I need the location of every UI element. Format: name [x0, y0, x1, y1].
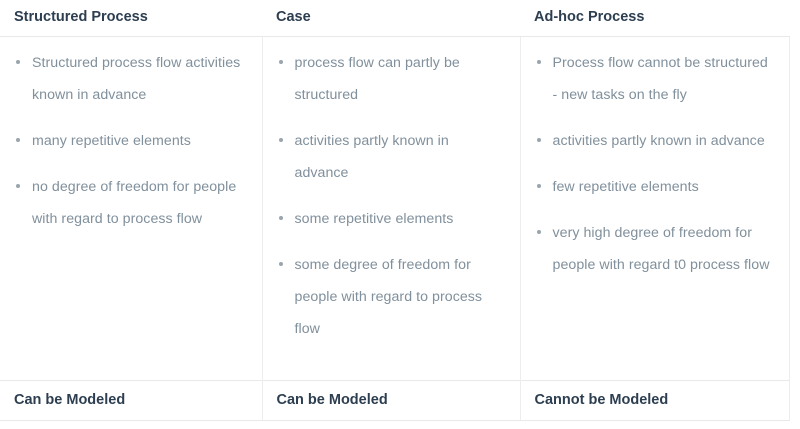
list-item: process flow can partly be structured	[275, 47, 504, 111]
bullet-icon	[536, 230, 541, 234]
bullet-icon	[278, 216, 283, 220]
list-item: many repetitive elements	[12, 125, 246, 157]
bullet-icon	[278, 138, 283, 142]
bullet-icon	[16, 138, 20, 142]
column-header-ad-hoc-process: Ad-hoc Process	[520, 0, 789, 37]
bullet-icon	[278, 262, 283, 266]
list-item-label: activities partly known in advance	[552, 133, 765, 149]
bullet-icon	[536, 138, 541, 142]
list-item-label: some degree of freedom for people with r…	[294, 257, 483, 337]
list-item-label: many repetitive elements	[32, 133, 191, 149]
bullet-icon	[278, 60, 283, 64]
bullet-list-structured-process: Structured process flow activities known…	[12, 47, 246, 235]
list-item: activities partly known in advance	[275, 125, 504, 189]
list-item: activities partly known in advance	[533, 125, 773, 157]
table-footer-row: Can be Modeled Can be Modeled Cannot be …	[0, 380, 790, 421]
list-item: some repetitive elements	[275, 203, 504, 235]
bullet-list-case: process flow can partly be structured ac…	[275, 47, 504, 345]
column-header-case: Case	[262, 0, 520, 37]
list-item-label: activities partly known in advance	[294, 133, 449, 181]
list-item: Structured process flow activities known…	[12, 47, 246, 111]
cell-ad-hoc-process: Process flow cannot be structured - new …	[520, 36, 790, 381]
list-item: very high degree of freedom for people w…	[533, 217, 773, 281]
cell-structured-process: Structured process flow activities known…	[0, 36, 263, 381]
table-header-row: Structured Process Case Ad-hoc Process	[0, 0, 789, 37]
list-item: few repetitive elements	[533, 171, 773, 203]
column-header-structured-process: Structured Process	[0, 0, 262, 37]
list-item-label: few repetitive elements	[552, 179, 699, 195]
bullet-icon	[536, 60, 541, 64]
list-item: some degree of freedom for people with r…	[275, 249, 504, 345]
list-item: no degree of freedom for people with reg…	[12, 171, 246, 235]
table-body-row: Structured process flow activities known…	[0, 36, 790, 381]
bullet-icon	[16, 184, 20, 188]
list-item-label: no degree of freedom for people with reg…	[32, 179, 237, 227]
list-item-label: some repetitive elements	[294, 211, 454, 227]
bullet-icon	[536, 184, 541, 188]
list-item-label: Structured process flow activities known…	[32, 55, 241, 103]
list-item: Process flow cannot be structured - new …	[533, 47, 773, 111]
footer-structured-process: Can be Modeled	[0, 380, 263, 421]
bullet-icon	[16, 60, 20, 64]
footer-ad-hoc-process: Cannot be Modeled	[520, 380, 790, 421]
list-item-label: very high degree of freedom for people w…	[552, 225, 770, 273]
bullet-list-ad-hoc-process: Process flow cannot be structured - new …	[533, 47, 773, 281]
cell-case: process flow can partly be structured ac…	[262, 36, 521, 381]
footer-case: Can be Modeled	[262, 380, 521, 421]
list-item-label: Process flow cannot be structured - new …	[552, 55, 768, 103]
process-comparison-table: Structured Process Case Ad-hoc Process S…	[0, 0, 790, 421]
list-item-label: process flow can partly be structured	[294, 55, 460, 103]
